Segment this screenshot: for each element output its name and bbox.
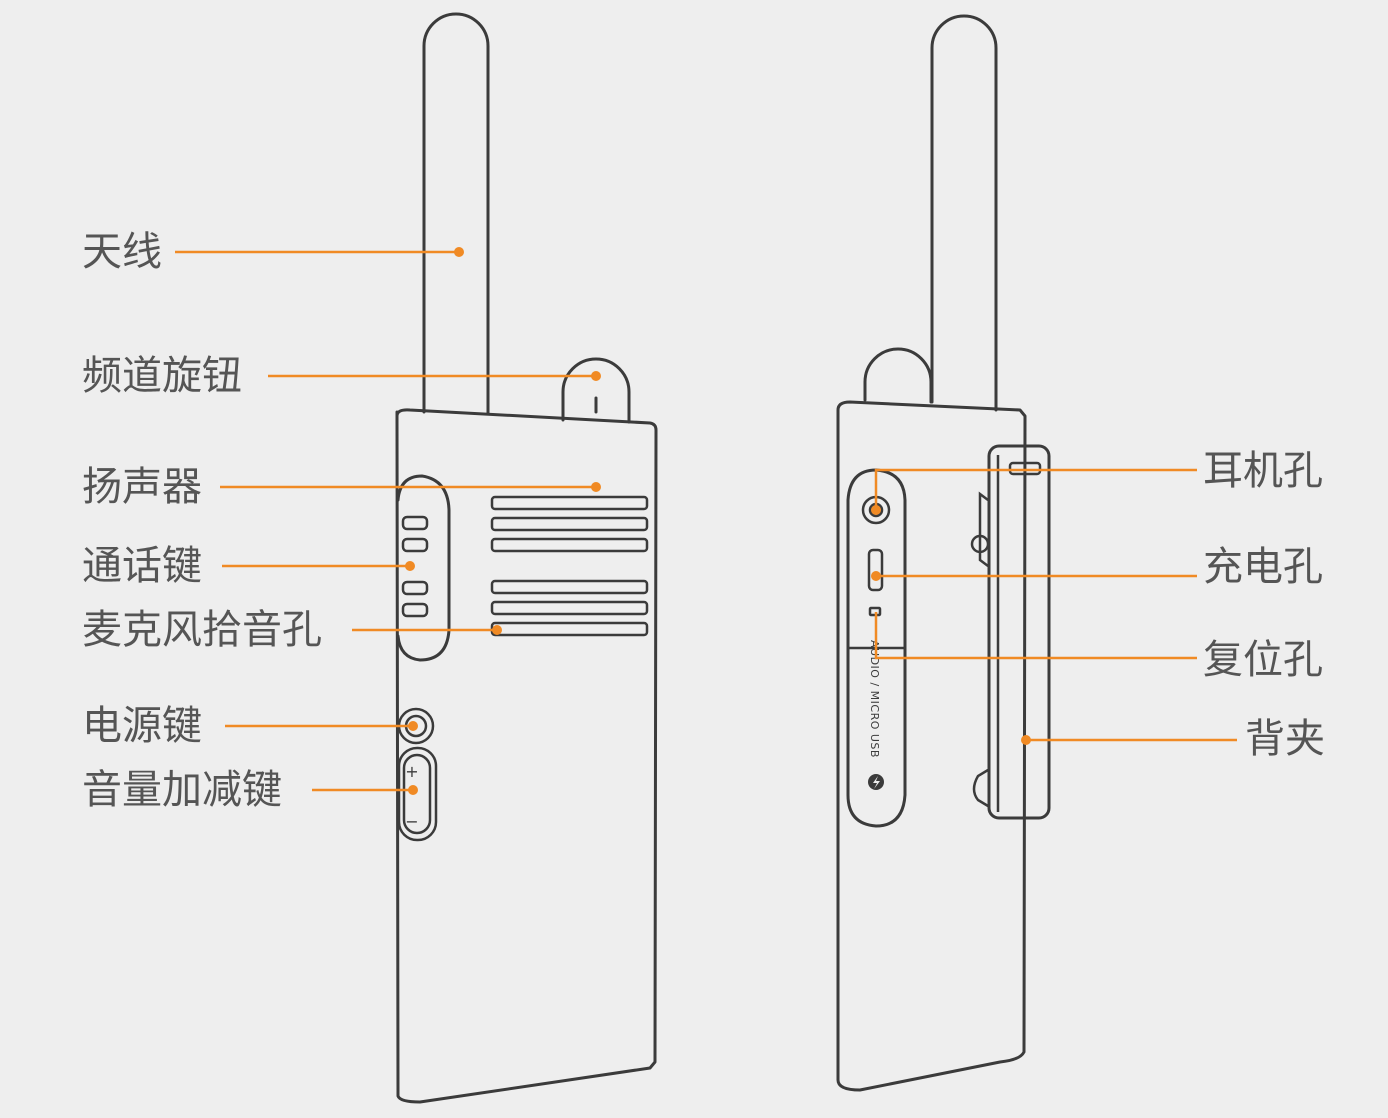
- label-speaker: 扬声器: [82, 464, 202, 510]
- label-back-clip: 背夹: [1245, 716, 1325, 762]
- side-antenna: [930, 14, 998, 412]
- label-power-key: 电源键: [82, 703, 202, 749]
- side-body: [836, 400, 1027, 1092]
- leader-reset-hole: [874, 612, 1197, 660]
- label-mic-hole: 麦克风拾音孔: [82, 607, 322, 653]
- volume-rocker-inner: [402, 753, 432, 835]
- volume-rocker-outer: [397, 746, 438, 842]
- port-panel: [846, 468, 907, 828]
- label-reset-hole: 复位孔: [1203, 637, 1323, 683]
- label-volume-key: 音量加减键: [82, 767, 282, 813]
- back-clip: [987, 444, 1051, 820]
- port-label-text: AUDIO / MICRO USB: [868, 640, 881, 758]
- front-channel-knob: [561, 357, 631, 424]
- talk-key-slot: [401, 537, 429, 553]
- label-earphone-hole: 耳机孔: [1203, 448, 1323, 494]
- leader-dot-antenna: [454, 247, 464, 257]
- front-antenna: [422, 12, 490, 416]
- leader-dot-talk-key: [405, 561, 415, 571]
- talk-key-slot: [401, 580, 429, 596]
- side-view-device: AUDIO / MICRO USB: [836, 14, 1051, 1092]
- label-channel-knob: 频道旋钮: [82, 353, 242, 399]
- volume-plus-glyph: +: [405, 762, 418, 781]
- front-view-device: + −: [395, 12, 658, 1104]
- leader-dot-earphone-hole: [871, 505, 881, 515]
- clip-lower-hinge: [972, 768, 989, 808]
- label-charge-hole: 充电孔: [1203, 544, 1323, 590]
- leader-dot-volume-key: [408, 785, 418, 795]
- leader-dot-power-key: [408, 721, 418, 731]
- clip-hinge-arm: [978, 491, 989, 567]
- talk-key-slot: [401, 602, 429, 618]
- leader-dot-channel-knob: [591, 371, 601, 381]
- leader-dot-charge-hole: [871, 571, 881, 581]
- front-body: [395, 408, 658, 1104]
- leader-dot-back-clip: [1021, 735, 1031, 745]
- clip-slot: [1008, 461, 1042, 476]
- side-key-panel: [396, 474, 451, 662]
- speaker-grill: [490, 495, 649, 637]
- micro-usb-port: [867, 548, 884, 592]
- volume-minus-glyph: −: [405, 812, 418, 831]
- leader-dot-speaker: [591, 482, 601, 492]
- label-antenna: 天线: [82, 229, 162, 275]
- talk-key-slot: [401, 515, 429, 531]
- leader-earphone-hole: [874, 468, 1197, 510]
- leader-lines: [175, 247, 1237, 795]
- leader-dot-mic-hole: [492, 625, 502, 635]
- lightning-bolt-glyph: [873, 776, 880, 789]
- side-channel-knob: [863, 347, 933, 404]
- label-talk-key: 通话键: [82, 543, 202, 589]
